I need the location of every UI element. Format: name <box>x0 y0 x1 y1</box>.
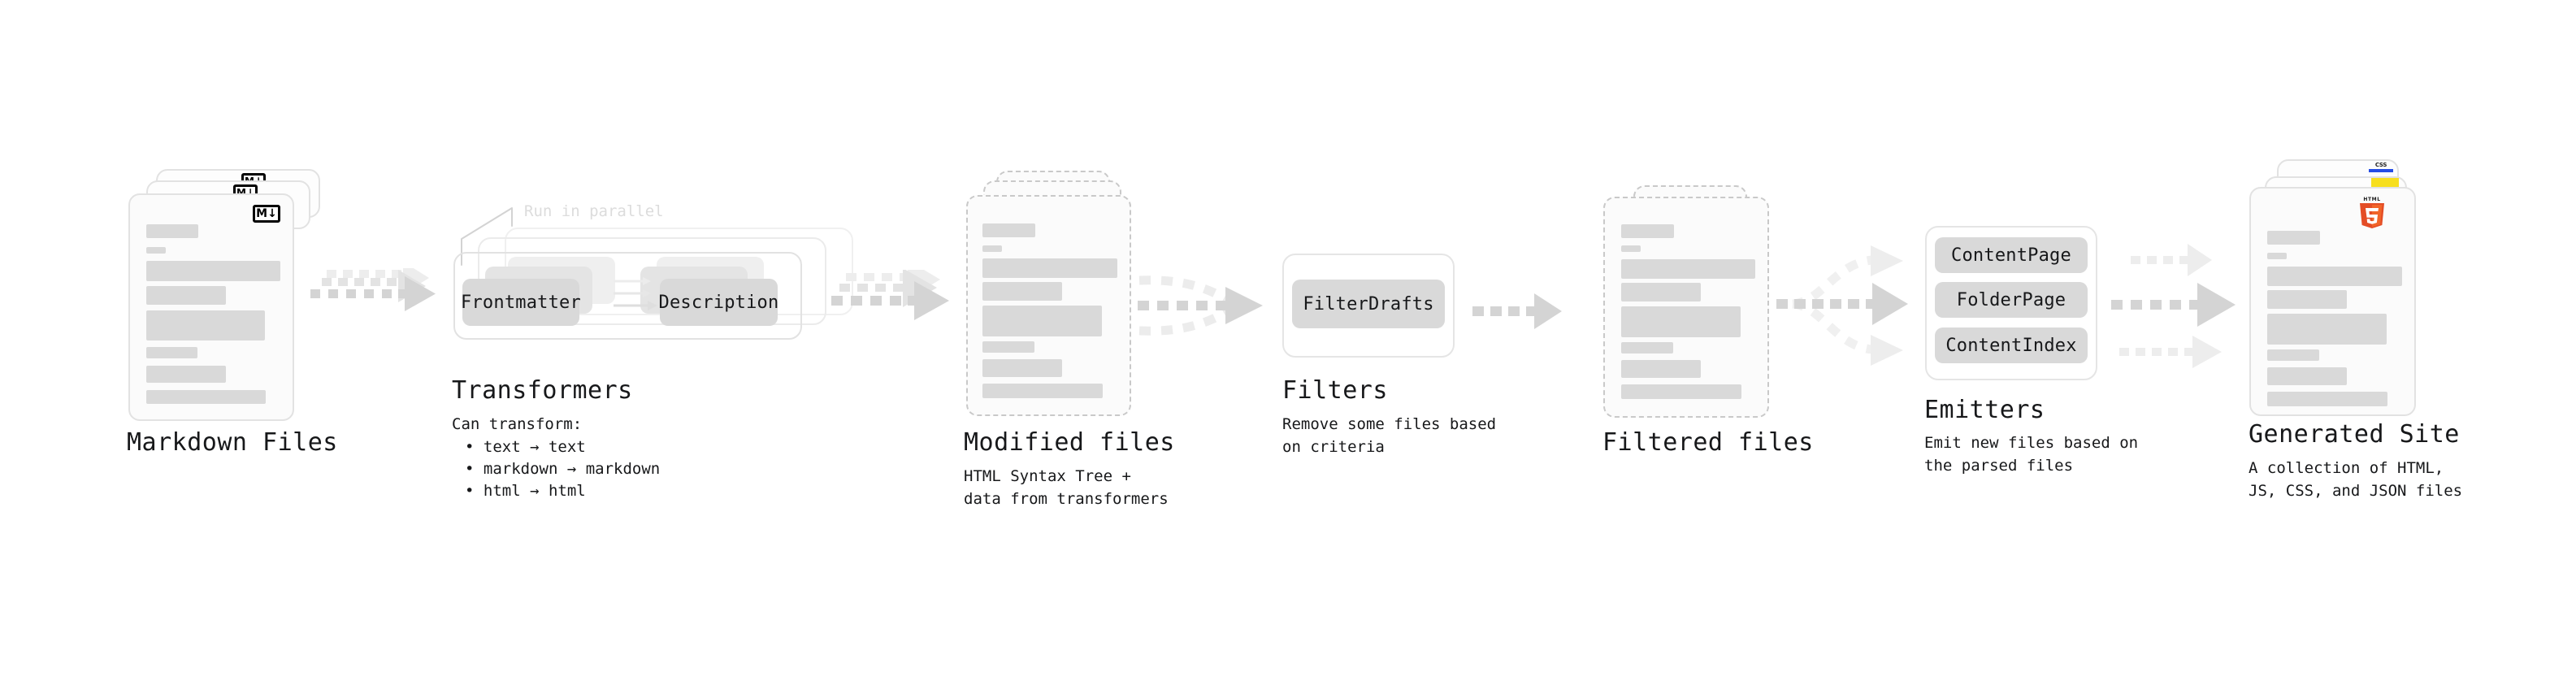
connector-filtered-to-emitters <box>1776 245 1908 366</box>
doc-bar <box>982 245 1002 252</box>
emitter-chip-contentindex[interactable]: ContentIndex <box>1935 327 2088 363</box>
doc-bar <box>982 258 1117 278</box>
doc-bar <box>982 306 1102 336</box>
modified-files-title: Modified files <box>964 428 1175 457</box>
filter-chip-filterdrafts[interactable]: FilterDrafts <box>1292 280 1445 328</box>
doc-bar <box>2267 349 2319 361</box>
doc-bar <box>2267 392 2387 406</box>
doc-bar <box>982 341 1034 353</box>
markdown-files-title: Markdown Files <box>127 428 338 457</box>
doc-bar <box>146 366 226 383</box>
transformer-frame-front <box>453 252 802 340</box>
doc-bar <box>146 390 266 404</box>
doc-bar <box>146 247 166 254</box>
transformers-bullet-text: html → html <box>483 482 586 500</box>
css-badge-bar <box>2369 169 2393 172</box>
transformer-chip-description[interactable]: Description <box>659 279 778 326</box>
connector-emitters-to-site <box>2111 244 2236 368</box>
doc-bar <box>146 286 226 305</box>
doc-bar <box>146 224 198 238</box>
doc-bar <box>1621 384 1741 399</box>
doc-bar <box>982 359 1062 377</box>
html5-badge-icon: HTML <box>2360 197 2384 228</box>
modified-card-front <box>966 195 1131 416</box>
transformers-subtitle: Can transform: <box>452 415 583 433</box>
generated-site-title: Generated Site <box>2249 420 2460 449</box>
doc-bar <box>2267 314 2387 345</box>
filters-title: Filters <box>1282 376 1388 405</box>
css-badge-label: CSS <box>2374 162 2387 168</box>
doc-bar <box>1621 283 1701 301</box>
doc-bar <box>982 282 1062 301</box>
doc-bar <box>982 384 1103 398</box>
doc-bar <box>1621 342 1673 354</box>
modified-files-subtitle: HTML Syntax Tree + data from transformer… <box>964 467 1169 508</box>
doc-bar <box>146 347 197 358</box>
filters-subtitle: Remove some files based on criteria <box>1282 415 1497 456</box>
doc-bar <box>2267 290 2347 309</box>
transformers-bullet-0: • text → text <box>465 438 586 456</box>
connector-modified-to-filters <box>1138 275 1263 336</box>
doc-bar <box>146 261 280 281</box>
transformers-bullet-text: text → text <box>483 438 586 456</box>
doc-bar <box>2267 367 2347 385</box>
connector-transformers-to-modified <box>831 270 949 320</box>
emitter-chip-folderpage[interactable]: FolderPage <box>1935 282 2088 318</box>
transformers-title: Transformers <box>452 376 633 405</box>
doc-bar <box>1621 259 1755 279</box>
markdown-badge-front: M↓ <box>253 205 280 223</box>
emitters-title: Emitters <box>1924 396 2045 424</box>
doc-bar <box>1621 360 1701 378</box>
css-badge: CSS <box>2369 163 2393 174</box>
transformer-chip-frontmatter[interactable]: Frontmatter <box>461 279 581 326</box>
transformers-bullet-text: markdown → markdown <box>483 460 661 478</box>
connector-filters-to-filtered <box>1472 293 1562 329</box>
connector-markdown-to-transformers <box>310 268 436 311</box>
doc-bar <box>2267 231 2320 245</box>
transformers-bullet-1: • markdown → markdown <box>465 460 661 478</box>
filtered-card-front <box>1603 197 1769 418</box>
doc-bar <box>2267 267 2402 286</box>
doc-bar <box>1621 224 1674 238</box>
emitter-chip-contentpage[interactable]: ContentPage <box>1935 237 2088 273</box>
generated-site-subtitle: A collection of HTML, JS, CSS, and JSON … <box>2249 459 2463 500</box>
markdown-card-front <box>128 193 294 421</box>
svg-text:HTML: HTML <box>2363 197 2380 202</box>
filtered-files-title: Filtered files <box>1602 428 1814 457</box>
transformer-inner-arrows <box>614 277 657 310</box>
doc-bar <box>1621 306 1741 337</box>
doc-bar <box>146 310 265 340</box>
generated-card-front <box>2249 187 2416 416</box>
emitters-subtitle: Emit new files based on the parsed files <box>1924 434 2139 475</box>
doc-bar <box>2267 253 2287 259</box>
transformers-bullet-2: • html → html <box>465 482 586 500</box>
doc-bar <box>982 223 1035 237</box>
run-in-parallel-label: Run in parallel <box>524 202 664 220</box>
doc-bar <box>1621 245 1641 252</box>
